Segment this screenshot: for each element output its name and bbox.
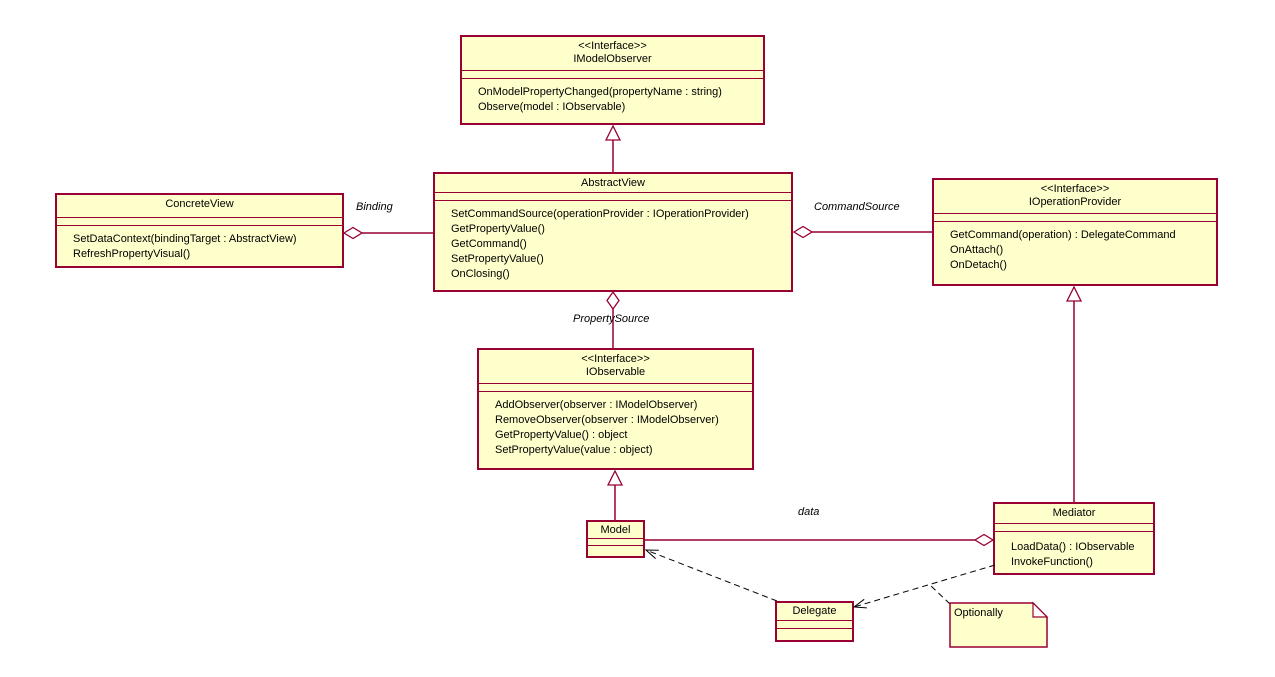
aggregation-binding xyxy=(342,226,433,240)
class-title-area: Mediator xyxy=(995,504,1153,523)
class-name: IModelObserver xyxy=(573,53,652,65)
class-title-area: Model xyxy=(588,522,643,538)
dependency-arrowhead-icon xyxy=(852,598,867,609)
methods-compartment: LoadData() : IObservable InvokeFunction(… xyxy=(995,532,1153,573)
generalization-model-iobservable xyxy=(606,469,624,520)
attributes-compartment xyxy=(462,70,763,79)
class-method: GetPropertyValue() xyxy=(451,223,545,235)
aggregation-data xyxy=(645,533,995,547)
methods-compartment: OnModelPropertyChanged(propertyName : st… xyxy=(462,79,763,123)
class-title-area: <<Interface>> IModelObserver xyxy=(462,37,763,70)
methods-compartment xyxy=(588,546,643,556)
generalization-triangle-icon xyxy=(1065,285,1083,302)
note-text: Optionally xyxy=(954,607,1003,619)
association-label-commandsource: CommandSource xyxy=(814,201,900,213)
class-name: Model xyxy=(600,524,631,536)
class-title-area: <<Interface>> IObservable xyxy=(479,350,752,383)
methods-compartment: SetCommandSource(operationProvider : IOp… xyxy=(435,201,791,290)
association-label-binding: Binding xyxy=(356,201,393,213)
class-method: SetDataContext(bindingTarget : AbstractV… xyxy=(73,233,297,245)
class-method: GetPropertyValue() : object xyxy=(495,429,628,441)
class-box-imodelobserver: <<Interface>> IModelObserver OnModelProp… xyxy=(460,35,765,125)
class-stereotype: <<Interface>> xyxy=(581,353,650,365)
class-method: OnDetach() xyxy=(950,259,1007,271)
dependency-arrowhead-icon xyxy=(644,549,659,559)
note-connector xyxy=(929,584,951,605)
class-box-abstractview: AbstractView SetCommandSource(operationP… xyxy=(433,172,793,292)
attributes-compartment xyxy=(934,213,1216,222)
attributes-compartment xyxy=(588,538,643,546)
association-label-data: data xyxy=(798,506,820,518)
methods-compartment: AddObserver(observer : IModelObserver) R… xyxy=(479,392,752,468)
class-method: GetCommand(operation) : DelegateCommand xyxy=(950,229,1176,241)
attributes-compartment xyxy=(777,620,852,629)
class-stereotype: <<Interface>> xyxy=(578,40,647,52)
generalization-abstractview-imodelobserver xyxy=(604,124,622,172)
attributes-compartment xyxy=(435,192,791,201)
attributes-compartment xyxy=(995,523,1153,532)
class-method: SetPropertyValue(value : object) xyxy=(495,444,653,456)
class-title-area: ConcreteView xyxy=(57,195,342,217)
class-name: AbstractView xyxy=(581,177,645,189)
methods-compartment: GetCommand(operation) : DelegateCommand … xyxy=(934,222,1216,284)
class-method: Observe(model : IObservable) xyxy=(478,101,626,113)
generalization-triangle-icon xyxy=(606,469,624,486)
class-name: ConcreteView xyxy=(165,198,234,210)
association-label-propertysource: PropertySource xyxy=(573,313,650,325)
dependency-delegate-model xyxy=(644,549,778,602)
class-name: IObservable xyxy=(585,366,646,378)
generalization-mediator-ioperationprovider xyxy=(1065,285,1083,502)
class-name: Mediator xyxy=(1052,507,1096,519)
class-name: Delegate xyxy=(792,605,837,617)
class-method: LoadData() : IObservable xyxy=(1011,541,1135,553)
aggregation-diamond-icon xyxy=(342,226,364,240)
class-name: IOperationProvider xyxy=(1028,196,1122,208)
class-box-mediator: Mediator LoadData() : IObservable Invoke… xyxy=(993,502,1155,575)
generalization-triangle-icon xyxy=(604,124,622,141)
dependency-mediator-delegate xyxy=(852,564,996,609)
aggregation-commandsource xyxy=(792,225,932,239)
class-box-model: Model xyxy=(586,520,645,558)
attributes-compartment xyxy=(57,217,342,226)
class-method: RemoveObserver(observer : IModelObserver… xyxy=(495,414,719,426)
class-title-area: Delegate xyxy=(777,603,852,620)
aggregation-diamond-icon xyxy=(792,225,814,239)
methods-compartment: SetDataContext(bindingTarget : AbstractV… xyxy=(57,226,342,266)
class-method: InvokeFunction() xyxy=(1011,556,1093,568)
methods-compartment xyxy=(777,629,852,640)
note-fold-corner-icon xyxy=(1032,601,1049,618)
class-method: SetPropertyValue() xyxy=(451,253,544,265)
class-box-concreteview: ConcreteView SetDataContext(bindingTarge… xyxy=(55,193,344,268)
aggregation-diamond-icon xyxy=(973,533,995,547)
class-box-ioperationprovider: <<Interface>> IOperationProvider GetComm… xyxy=(932,178,1218,286)
class-title-area: AbstractView xyxy=(435,174,791,192)
class-box-iobservable: <<Interface>> IObservable AddObserver(ob… xyxy=(477,348,754,470)
class-title-area: <<Interface>> IOperationProvider xyxy=(934,180,1216,213)
class-method: AddObserver(observer : IModelObserver) xyxy=(495,399,698,411)
class-method: GetCommand() xyxy=(451,238,527,250)
class-box-delegate: Delegate xyxy=(775,601,854,642)
attributes-compartment xyxy=(479,383,752,392)
class-method: OnModelPropertyChanged(propertyName : st… xyxy=(478,86,722,98)
class-method: RefreshPropertyVisual() xyxy=(73,248,191,260)
class-method: OnClosing() xyxy=(451,268,510,280)
class-stereotype: <<Interface>> xyxy=(1040,183,1110,195)
class-method: SetCommandSource(operationProvider : IOp… xyxy=(451,208,749,220)
class-method: OnAttach() xyxy=(950,244,1004,256)
aggregation-diamond-icon xyxy=(606,290,620,311)
